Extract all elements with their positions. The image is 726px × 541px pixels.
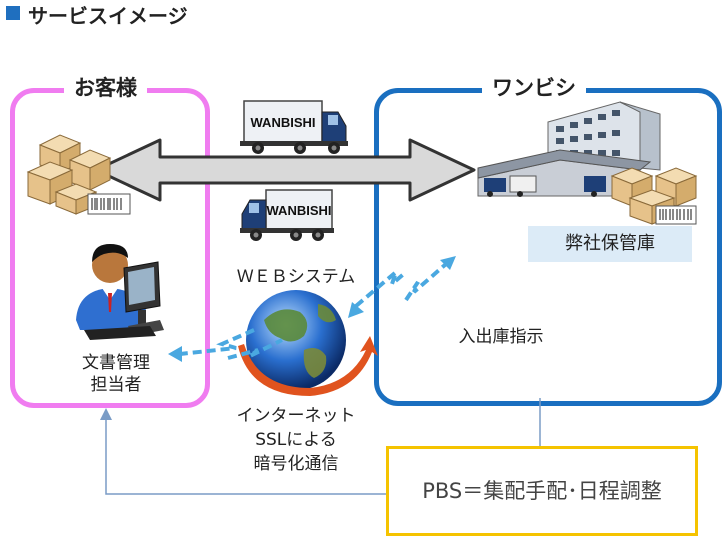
- truck-icon: [240, 100, 348, 154]
- person-label-line1: 文書管理: [82, 353, 150, 373]
- pbs-box: PBS＝集配手配･日程調整: [386, 446, 698, 536]
- page-title: サービスイメージ: [28, 4, 188, 28]
- dashed-arrow-head-icon: [440, 256, 456, 270]
- person-at-computer-icon: [76, 244, 164, 340]
- pbs-connector-lines: [100, 398, 541, 495]
- truck-2-text: WANBISHI: [267, 203, 332, 218]
- wanbishi-label: ワンビシ: [482, 72, 586, 102]
- truck-icon: [240, 189, 334, 241]
- customer-label: お客様: [64, 72, 147, 102]
- title-bullet-icon: [6, 6, 20, 20]
- double-arrow-icon: [94, 138, 476, 202]
- truck-1-text: WANBISHI: [251, 115, 316, 130]
- globe-icon: [238, 290, 378, 396]
- instruction-label: 入出庫指示: [458, 327, 544, 347]
- dashed-arrow-head-icon: [168, 346, 182, 362]
- dashed-arrow-icon: [227, 338, 283, 360]
- internet-label-line1: インターネット: [236, 406, 356, 426]
- web-system-label: ＷＥＢシステム: [236, 267, 356, 287]
- cardboard-boxes-icon: [610, 167, 698, 225]
- person-label: 文書管理 担当者: [66, 352, 166, 396]
- cardboard-boxes-icon: [26, 134, 131, 215]
- dashed-arrow-icon: [354, 265, 408, 308]
- warehouse-building-icon: [477, 101, 661, 197]
- dashed-arrow-icon: [404, 262, 448, 302]
- person-label-line2: 担当者: [90, 375, 142, 395]
- internet-label: インターネット SSLによる 暗号化通信: [216, 404, 376, 476]
- dashed-arrow-icon: [179, 328, 255, 356]
- internet-label-line2: SSLによる: [255, 430, 337, 450]
- internet-label-line3: 暗号化通信: [253, 454, 339, 474]
- storage-label: 弊社保管庫: [528, 226, 692, 262]
- dashed-arrow-head-icon: [348, 302, 364, 318]
